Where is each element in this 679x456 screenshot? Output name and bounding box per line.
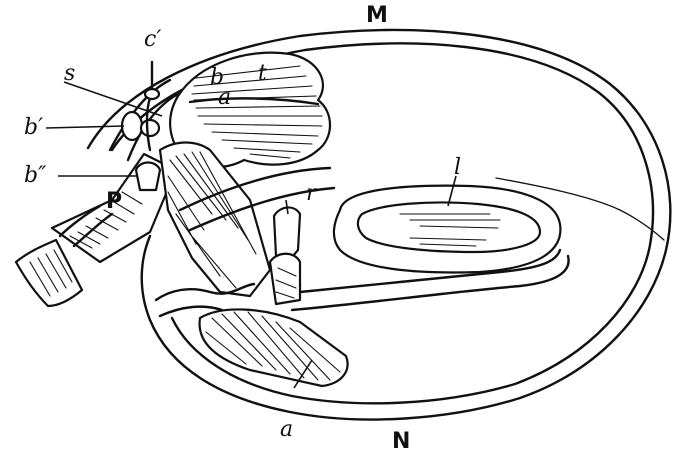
label-N: N (392, 429, 410, 454)
leader-bprime (46, 126, 124, 128)
bprime-adjacent (141, 120, 159, 136)
retractor-lower (270, 254, 300, 304)
label-l: l (454, 155, 461, 180)
label-bprime: b′ (24, 115, 43, 140)
cprime-knob (145, 89, 159, 99)
label-a-lower: a (280, 417, 293, 442)
leader-s (64, 82, 162, 116)
label-M: M (366, 3, 388, 28)
label-bdoubleprime: b″ (24, 163, 47, 188)
label-a-upper: a (218, 85, 231, 110)
label-s: s (64, 61, 75, 86)
bprime-structure (122, 112, 142, 140)
label-t: t (258, 61, 267, 86)
siphon-tip (16, 240, 82, 306)
label-r: r (306, 181, 318, 206)
label-P: P (106, 189, 122, 214)
label-cprime: c′ (144, 27, 161, 52)
bdoubleprime-structure (136, 163, 160, 191)
